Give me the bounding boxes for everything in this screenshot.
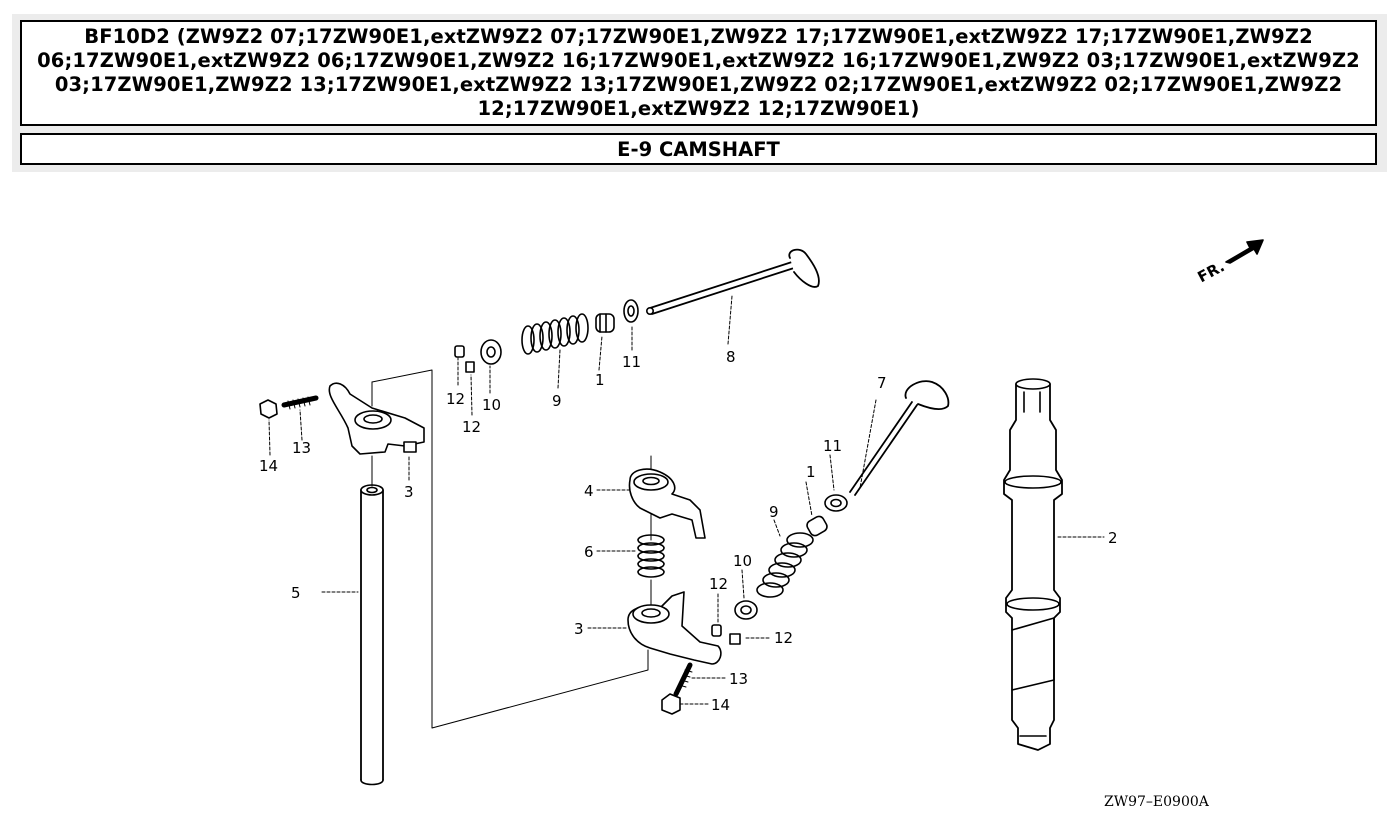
callout-8: 8 xyxy=(726,348,736,366)
callout-1: 1 xyxy=(595,371,605,389)
part-stem-seal-lower xyxy=(806,515,828,537)
callout-9: 9 xyxy=(552,392,562,410)
callout-4: 4 xyxy=(584,482,594,500)
callout-1: 1 xyxy=(806,463,816,481)
callout-10: 10 xyxy=(733,552,752,570)
callout-6: 6 xyxy=(584,543,594,561)
part-valve-spring-lower xyxy=(756,532,814,598)
callout-9: 9 xyxy=(769,503,779,521)
part-adjust-screw-lower xyxy=(673,662,693,697)
part-rocker-shaft xyxy=(360,484,384,786)
part-rocker-arm-upper xyxy=(328,382,425,455)
model-title: BF10D2 (ZW9Z2 07;17ZW90E1,extZW9Z2 07;17… xyxy=(37,25,1360,120)
callout-5: 5 xyxy=(291,584,301,602)
part-lock-nut-lower xyxy=(661,693,681,715)
callout-12: 12 xyxy=(446,390,465,408)
callout-11: 11 xyxy=(622,353,641,371)
part-valve-cotters-upper xyxy=(454,345,475,373)
front-arrow-icon xyxy=(1225,239,1264,264)
callout-13: 13 xyxy=(729,670,748,688)
callout-11: 11 xyxy=(823,437,842,455)
drawing-code: ZW97–E0900A xyxy=(1104,794,1210,810)
callout-12: 12 xyxy=(774,629,793,647)
part-valve-cotters-lower xyxy=(711,624,741,645)
section-title: E-9 CAMSHAFT xyxy=(617,137,780,161)
section-title-box: E-9 CAMSHAFT xyxy=(20,133,1377,165)
callout-3: 3 xyxy=(574,620,584,638)
part-adjust-screw-upper xyxy=(281,395,319,410)
leader-lines xyxy=(268,295,1105,705)
front-indicator-label: FR. xyxy=(1195,257,1228,286)
part-spring-retainer-upper xyxy=(480,339,502,365)
callout-12: 12 xyxy=(462,418,481,436)
callout-12: 12 xyxy=(709,575,728,593)
part-stem-seal-upper xyxy=(595,313,615,333)
callout-10: 10 xyxy=(482,396,501,414)
part-valve-washer-upper xyxy=(623,299,639,323)
part-spring-retainer-lower xyxy=(734,600,758,620)
callout-14: 14 xyxy=(259,457,278,475)
callout-14: 14 xyxy=(711,696,730,714)
part-rocker-arm-4 xyxy=(628,468,706,539)
callout-3: 3 xyxy=(404,483,414,501)
part-valve-spring-upper xyxy=(521,313,589,355)
callout-13: 13 xyxy=(292,439,311,457)
callout-7: 7 xyxy=(877,374,887,392)
part-intake-valve xyxy=(645,248,820,315)
part-valve-washer-lower xyxy=(824,494,848,512)
part-camshaft xyxy=(1003,378,1063,751)
part-rocker-spring xyxy=(637,534,665,578)
model-title-box: BF10D2 (ZW9Z2 07;17ZW90E1,extZW9Z2 07;17… xyxy=(20,20,1377,126)
part-lock-nut-upper xyxy=(259,399,278,419)
part-rocker-arm-lower xyxy=(627,591,722,665)
callout-2: 2 xyxy=(1108,529,1118,547)
part-exhaust-valve xyxy=(849,380,950,496)
